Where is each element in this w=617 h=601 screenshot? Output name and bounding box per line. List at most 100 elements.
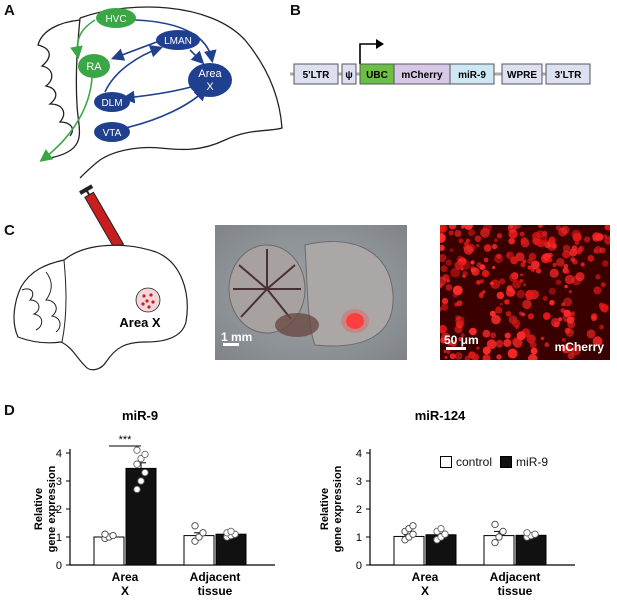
fluorescent-cell xyxy=(445,284,453,291)
fluorescent-cell xyxy=(540,336,545,341)
node-vta: VTA xyxy=(94,122,130,142)
node-hvc: HVC xyxy=(96,8,136,28)
vector-construct-diagram: 5'LTR ψ UBC mCherry miR-9 WPRE 3'LTR xyxy=(290,39,591,85)
node-dlm: DLM xyxy=(94,92,130,112)
fluorescent-cell xyxy=(593,248,599,254)
data-point xyxy=(137,477,145,485)
y-axis-label: Relativegene expression xyxy=(319,465,344,552)
node-lman: LMAN xyxy=(156,30,200,50)
fluorescent-cell xyxy=(503,339,512,347)
area-x-label: Area X xyxy=(119,315,161,330)
cerebellum-folds xyxy=(21,271,61,333)
fluorescent-cell xyxy=(586,329,596,339)
y-tick-label: 3 xyxy=(56,476,62,488)
fluorescent-cell xyxy=(535,268,542,274)
fluorescent-cell xyxy=(468,229,475,237)
data-point xyxy=(523,529,531,537)
promoter-arrow xyxy=(359,43,378,64)
element-mir9: miR-9 xyxy=(449,63,495,85)
fluorescent-cell xyxy=(450,267,460,278)
fluorescent-cell xyxy=(440,337,447,344)
svg-text:mCherry: mCherry xyxy=(401,70,443,81)
fluorescent-cell xyxy=(483,244,492,252)
fluorescent-cell xyxy=(526,334,536,344)
fluorescent-cell xyxy=(440,276,447,287)
fluorescent-cell xyxy=(474,235,482,242)
fluorescent-cell xyxy=(505,251,514,260)
data-point xyxy=(409,522,417,530)
fluorescent-cell xyxy=(481,269,490,278)
channel-label: mCherry xyxy=(554,340,604,354)
fluorescent-cell xyxy=(561,343,572,354)
brain-outline-outer xyxy=(79,6,283,179)
fluorescent-cell xyxy=(519,231,525,237)
fluorescent-cell xyxy=(575,248,582,255)
fluorescent-cell xyxy=(574,240,580,246)
category-label: X xyxy=(421,584,429,598)
data-point xyxy=(109,531,117,540)
svg-text:3'LTR: 3'LTR xyxy=(555,70,582,81)
fluorescent-cell xyxy=(440,244,445,251)
fluorescent-cell xyxy=(555,279,562,285)
fluorescent-cell xyxy=(476,280,481,285)
fluorescent-cell xyxy=(460,260,471,270)
fluorescent-cell xyxy=(440,254,447,263)
fluorescent-cell xyxy=(566,316,574,324)
y-tick-label: 4 xyxy=(56,448,62,460)
svg-text:LMAN: LMAN xyxy=(164,36,192,47)
fluorescent-cell xyxy=(491,314,501,325)
element-wpre: WPRE xyxy=(501,63,543,85)
fluorescent-cell xyxy=(490,332,496,339)
y-tick-label: 4 xyxy=(356,448,362,460)
y-axis-label-line: Relative xyxy=(319,488,331,530)
category-label: Adjacent xyxy=(190,570,241,584)
fluorescent-cell xyxy=(441,297,449,305)
fluorescent-cell xyxy=(572,232,582,242)
panel-letter-a: A xyxy=(4,2,15,19)
fluorescent-cell xyxy=(584,236,591,243)
fluorescent-cell xyxy=(441,303,449,311)
fluorescent-cell xyxy=(448,230,454,236)
scale-bar-50um xyxy=(446,347,466,350)
fluorescent-cell xyxy=(470,265,475,270)
fluorescent-cell xyxy=(443,349,447,353)
fluorescent-cell xyxy=(531,260,540,270)
fluorescent-cell xyxy=(440,226,446,232)
svg-text:miR-9: miR-9 xyxy=(458,70,486,81)
fluorescent-cell xyxy=(482,329,491,338)
fluorescent-cell xyxy=(603,234,608,239)
fluorescent-cell xyxy=(599,324,604,330)
legend-label-control: control xyxy=(456,455,493,469)
fluorescent-cell xyxy=(495,339,504,348)
fluorescent-cell xyxy=(528,353,538,360)
svg-text:VTA: VTA xyxy=(103,128,122,139)
fluorescent-cell xyxy=(519,279,524,283)
fluorescent-cell xyxy=(565,328,575,337)
fluorescent-cell xyxy=(463,225,473,230)
fluorescent-cell xyxy=(544,342,550,347)
fluorescent-cell xyxy=(440,233,446,243)
fluorescent-cell xyxy=(505,311,512,317)
fluorescent-cell xyxy=(592,336,603,347)
fluorescent-cell xyxy=(527,258,533,264)
svg-text:WPRE: WPRE xyxy=(507,70,537,81)
fluorescent-cell xyxy=(538,225,543,228)
fluorescent-cell xyxy=(604,225,610,231)
fluorescent-cell xyxy=(508,237,515,245)
fluorescent-cell xyxy=(449,353,456,360)
fluorescent-cell xyxy=(572,259,578,265)
svg-text:ψ: ψ xyxy=(345,70,353,81)
fluorescent-cell xyxy=(446,349,451,354)
legend-swatch-mir9 xyxy=(500,456,513,468)
brain-sagittal-outline xyxy=(13,244,188,371)
fluorescent-cell xyxy=(535,239,542,246)
y-tick-label: 1 xyxy=(56,532,62,544)
fluorescent-cell xyxy=(495,306,503,314)
svg-text:RA: RA xyxy=(86,61,102,73)
svg-text:HVC: HVC xyxy=(105,14,126,25)
mcherry-injection-site xyxy=(346,313,364,329)
y-axis-label: Relativegene expression xyxy=(33,465,58,552)
fluorescent-cell xyxy=(496,354,502,360)
dlm-to-lman-arrow xyxy=(104,45,164,93)
fluorescent-cell xyxy=(456,300,463,307)
